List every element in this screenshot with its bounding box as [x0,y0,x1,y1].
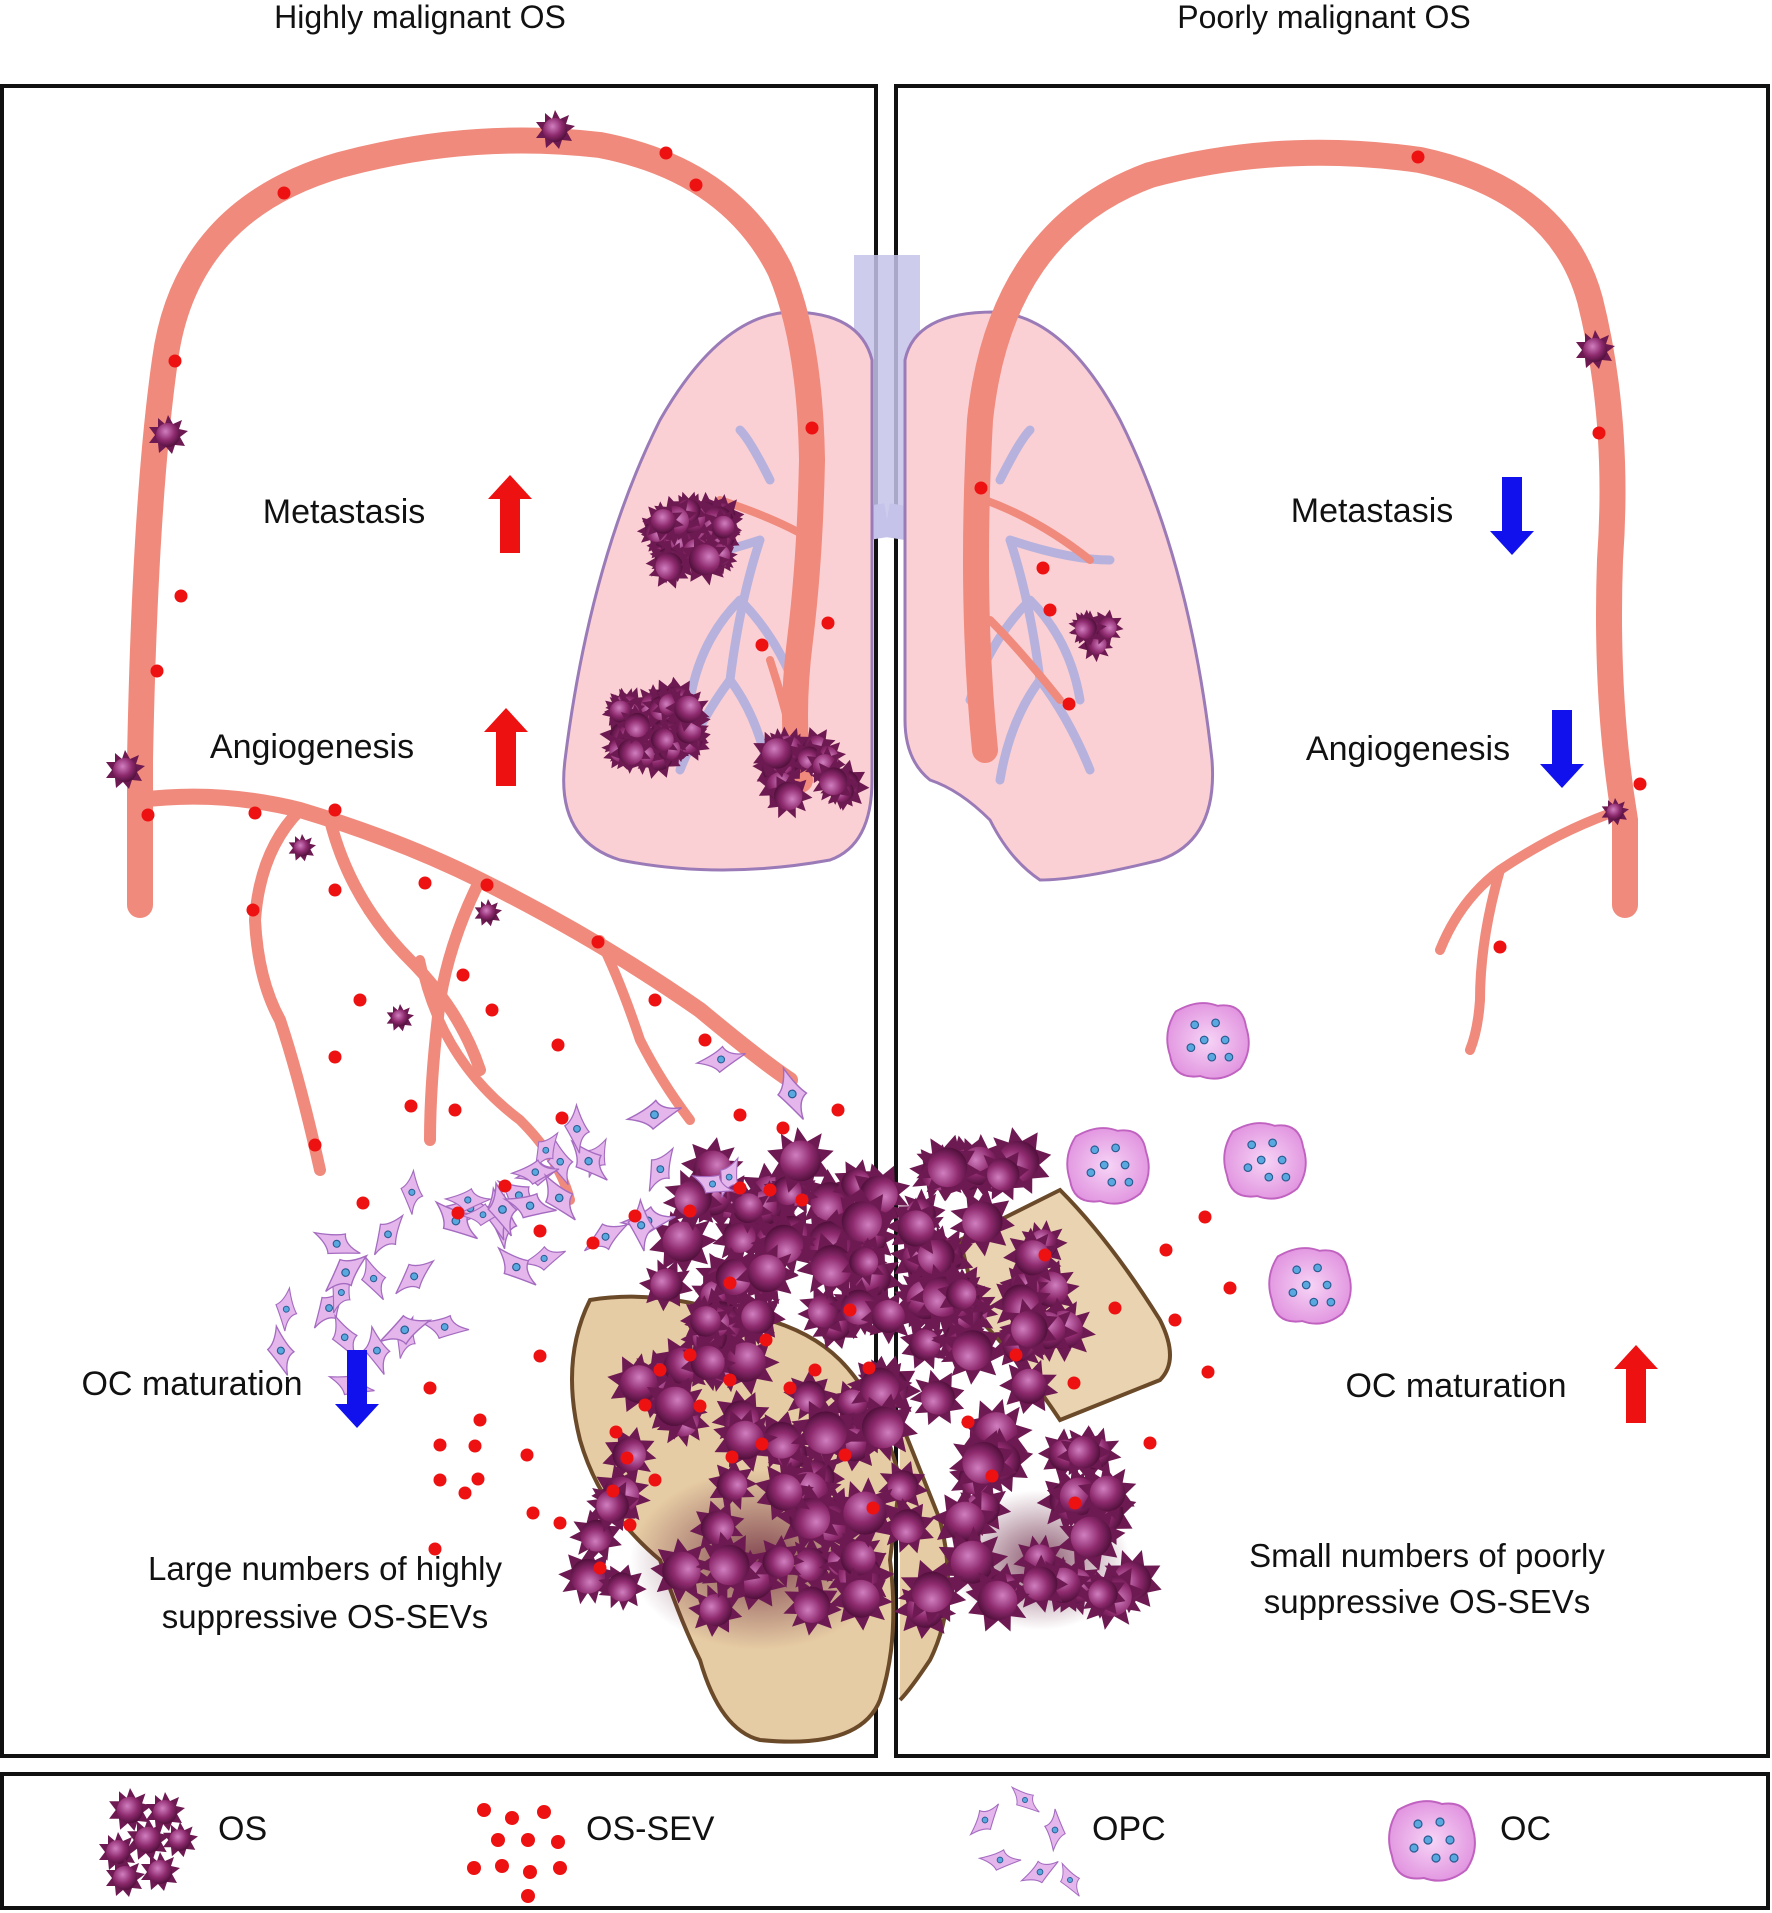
right-caption-line2: suppressive OS-SEVs [1264,1583,1590,1620]
right-angiogenesis-label: Angiogenesis [1306,730,1510,768]
right-oc-maturation-label: OC maturation [1345,1367,1566,1405]
right-metastasis-down-arrow [1490,477,1534,555]
legend: OS OS-SEV OPC OC [99,1779,1551,1903]
right-panel-title: Poorly malignant OS [1177,0,1470,35]
right-blood-vessels [963,139,1638,1055]
left-caption-line1: Large numbers of highly [148,1550,503,1587]
right-panel-frame [894,84,1770,1758]
left-panel-frame [0,84,878,1758]
left-caption-line2: suppressive OS-SEVs [162,1598,488,1635]
legend-os-icon [99,1788,198,1897]
legend-opc-icon [961,1779,1083,1900]
legend-os-sev-icon [467,1803,567,1903]
legend-opc-label: OPC [1092,1810,1166,1848]
right-metastasis-label: Metastasis [1291,492,1454,530]
legend-frame [0,1772,1770,1910]
legend-os-sev-label: OS-SEV [586,1810,715,1848]
legend-oc-label: OC [1500,1810,1551,1848]
right-caption-line1: Small numbers of poorly [1249,1537,1605,1574]
left-metastasis-label: Metastasis [263,493,426,531]
os-sev-dots [141,146,1647,1575]
left-metastasis-up-arrow [488,475,532,553]
legend-oc-icon [1388,1800,1476,1882]
left-angiogenesis-up-arrow [484,708,528,786]
left-angiogenesis-label: Angiogenesis [210,728,414,766]
left-oc-maturation-label: OC maturation [81,1365,302,1403]
legend-os-label: OS [218,1810,267,1848]
right-angiogenesis-down-arrow [1540,710,1584,788]
left-panel-title: Highly malignant OS [274,0,566,35]
right-oc-maturation-up-arrow [1614,1345,1658,1423]
